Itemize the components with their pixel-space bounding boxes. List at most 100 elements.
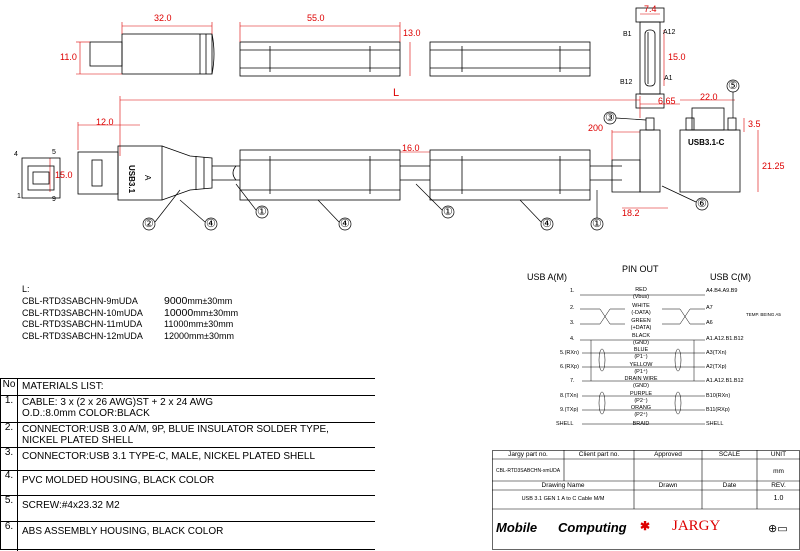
pinout-wire-name: DRAIN WIRE bbox=[624, 376, 658, 382]
pinout-left: 7. bbox=[570, 378, 575, 384]
callout-5: ⑤ bbox=[728, 80, 738, 92]
usb-a-front-face bbox=[21, 157, 61, 199]
plug-a-marking-sub: A bbox=[143, 175, 152, 181]
title-block: Jargy part no. Client part no. Approved … bbox=[492, 450, 800, 550]
pinout-wire-sub: (GND) bbox=[633, 383, 649, 389]
pinout-wire-name: GREEN bbox=[631, 318, 651, 324]
length-heading: L: bbox=[22, 284, 30, 294]
plug-a-pin: 4 bbox=[14, 151, 18, 158]
drawing-canvas bbox=[21, 7, 759, 231]
typec-pin-label: A12 bbox=[663, 29, 676, 36]
dim-typec-height: 15.0 bbox=[668, 52, 686, 62]
callout-4: ④ bbox=[542, 218, 552, 230]
callout-4: ④ bbox=[206, 218, 216, 230]
materials-row: 2. CONNECTOR:USB 3.0 A/M, 9P, BLUE INSUL… bbox=[1, 422, 375, 448]
materials-row: 3. CONNECTOR:USB 3.1 TYPE-C, MALE, NICKE… bbox=[1, 447, 375, 471]
dim-housing-length: 55.0 bbox=[307, 13, 325, 23]
callout-4: ④ bbox=[340, 218, 350, 230]
cable-housing-1 bbox=[236, 149, 622, 201]
pinout-wire-name: RED bbox=[635, 287, 647, 293]
plug-a-pin: 1 bbox=[17, 193, 21, 200]
callout-3: ③ bbox=[605, 112, 615, 124]
materials-header-row: No MATERIALS LIST: bbox=[1, 379, 375, 396]
pinout-right: A3(TXn) bbox=[706, 350, 727, 356]
usb-a-side-view bbox=[89, 33, 215, 75]
usb-c-plug-body bbox=[611, 107, 741, 193]
title-unit-header: UNIT bbox=[770, 451, 787, 458]
dim-cable-length: L bbox=[393, 87, 400, 99]
dim-plug-a-length: 32.0 bbox=[154, 13, 172, 23]
pinout-left: 8.(TXn) bbox=[560, 393, 579, 399]
materials-row: 5. SCREW:#4x23.32 M2 bbox=[1, 495, 375, 522]
pinout-wire-name: YELLOW bbox=[629, 362, 653, 368]
pinout-wire-sub: (P1⁻) bbox=[634, 354, 648, 360]
cable-housing-top bbox=[239, 41, 591, 77]
pinout-wire-sub: (+DATA) bbox=[630, 325, 652, 331]
pinout-left: 3. bbox=[570, 320, 575, 326]
title-client-header: Client part no. bbox=[578, 451, 620, 458]
pinout-right: B11(RXp) bbox=[706, 407, 730, 413]
typec-pin-label: A1 bbox=[664, 75, 673, 82]
pinout-wire-sub: (-DATA) bbox=[631, 310, 651, 316]
dim-plug-a-tip: 12.0 bbox=[96, 117, 114, 127]
pinout-wire-name: BLACK bbox=[631, 333, 651, 339]
typec-pin-label: B1 bbox=[623, 31, 632, 38]
pinout-right: B10(RXn) bbox=[706, 393, 731, 399]
title-rev-header: REV. bbox=[771, 482, 786, 489]
pinout-right: A1.A12.B1.B12 bbox=[706, 336, 744, 342]
pinout-left: 4. bbox=[570, 336, 575, 342]
dim-housing-height: 13.0 bbox=[403, 28, 421, 38]
pinout-right: A4.B4.A9.B9 bbox=[706, 288, 738, 294]
plug-a-marking: USB3.1 bbox=[127, 165, 136, 194]
pinout-right: A6 bbox=[706, 320, 713, 326]
typec-pin-label: B12 bbox=[620, 79, 633, 86]
materials-header: MATERIALS LIST: bbox=[22, 381, 104, 392]
pinout-wires bbox=[580, 294, 705, 425]
pinout-right: SHELL bbox=[706, 421, 724, 427]
brand-mobile: Mobile bbox=[496, 520, 538, 535]
projection-symbol-icon: ⊕▭ bbox=[768, 523, 788, 535]
typec-marking: USB3.1-C bbox=[688, 138, 725, 147]
title-jargy-header: Jargy part no. bbox=[508, 451, 548, 458]
pinout-left: 5.(RXn) bbox=[560, 350, 579, 356]
dim-typec-22: 22.0 bbox=[700, 92, 718, 102]
pinout-right-header: USB C(M) bbox=[710, 272, 751, 282]
brand-jargy: JARGY bbox=[672, 518, 721, 534]
dim-cable-200: 200 bbox=[588, 123, 604, 133]
pinout-wire-sub: (P2⁻) bbox=[634, 398, 648, 404]
dim-cable-dia: 16.0 bbox=[402, 143, 420, 153]
pinout-right: A2(TXp) bbox=[706, 364, 727, 370]
usb-c-front-view bbox=[635, 7, 665, 109]
brand-runner-icon: ✱ bbox=[640, 519, 651, 533]
pinout-left: 1. bbox=[570, 288, 575, 294]
materials-row: 6. ABS ASSEMBLY HOUSING, BLACK COLOR bbox=[1, 521, 375, 551]
pinout-wire-sub: (P2⁺) bbox=[634, 412, 648, 418]
callout-1: ① bbox=[257, 206, 267, 218]
callout-1: ① bbox=[443, 206, 453, 218]
callout-2: ② bbox=[144, 218, 154, 230]
title-rev: 1.0 bbox=[773, 495, 784, 502]
pinout-left: 6.(RXp) bbox=[560, 364, 579, 370]
pinout-right: A7 bbox=[706, 305, 713, 311]
pinout-right: A1.A12.B1.B12 bbox=[706, 378, 744, 384]
materials-row: 1. CABLE: 3 x (2 x 26 AWG)ST + 2 x 24 AW… bbox=[1, 395, 375, 423]
dim-plug-a-width: 15.0 bbox=[55, 170, 73, 180]
pinout-wire-name: WHITE bbox=[632, 303, 650, 309]
materials-no-header: No bbox=[1, 379, 18, 395]
callout-6: ⑥ bbox=[697, 198, 707, 210]
title-unit: mm bbox=[773, 468, 784, 475]
title-part-no: CBL-RTD3SABCHN-xmUDA bbox=[495, 468, 561, 474]
dim-typec-21-25: 21.25 bbox=[762, 161, 785, 171]
pinout-wire-sub: (GND) bbox=[633, 340, 649, 346]
pinout-wire-name: PURPLE bbox=[629, 391, 652, 397]
pinout-title: PIN OUT bbox=[622, 264, 659, 274]
dim-typec-offset: 6.65 bbox=[658, 96, 676, 106]
callout-1: ① bbox=[592, 218, 602, 230]
pinout-left: 9.(TXp) bbox=[560, 407, 579, 413]
title-drawing-name: USB 3.1 GEN 1 A to C Cable M/M bbox=[521, 496, 605, 502]
